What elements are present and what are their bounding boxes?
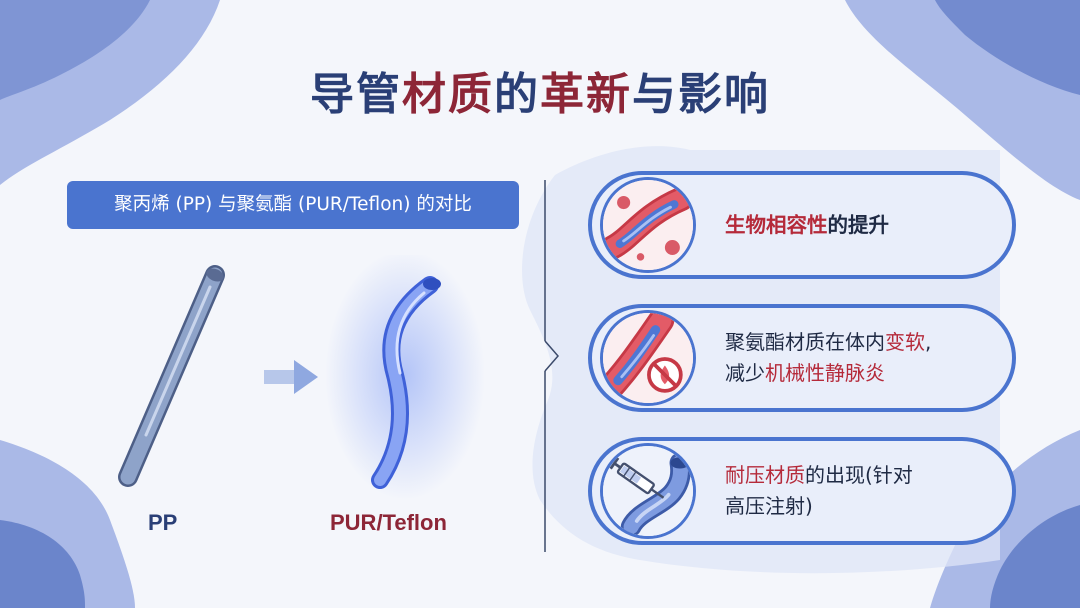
highlight-text: 耐压材质	[725, 463, 805, 487]
pp-tube-icon	[118, 265, 225, 487]
pur-teflon-label: PUR/Teflon	[330, 510, 447, 535]
title-segment-highlight: 材质	[402, 69, 494, 120]
body-text: 聚氨酯材质在体内	[725, 330, 885, 354]
syringe-tube-icon	[600, 443, 696, 539]
card-line: 高压注射)	[725, 491, 992, 522]
benefit-card-pressure-resistant: 耐压材质的出现(针对 高压注射)	[588, 437, 1016, 545]
pp-label: PP	[148, 510, 178, 535]
page-title: 导管材质的革新与影响	[0, 58, 1080, 122]
body-text: 减少	[725, 361, 765, 385]
card-line: 减少机械性静脉炎	[725, 358, 992, 389]
card-line: 聚氨酯材质在体内变软,	[725, 327, 992, 358]
body-text: 的提升	[827, 212, 890, 237]
title-segment: 的	[494, 69, 540, 120]
highlight-text: 机械性静脉炎	[765, 361, 885, 385]
card-text: 生物相容性的提升	[725, 175, 992, 275]
title-segment-highlight: 革新	[540, 69, 632, 120]
highlight-text: 生物相容性	[725, 212, 828, 237]
card-line: 耐压材质的出现(针对	[725, 460, 992, 491]
vein-no-inflammation-icon	[600, 310, 696, 406]
benefit-card-biocompatibility: 生物相容性的提升	[588, 171, 1016, 279]
title-segment: 导管	[310, 69, 402, 120]
comparison-banner: 聚丙烯 (PP) 与聚氨酯 (PUR/Teflon) 的对比	[67, 181, 519, 229]
card-text: 聚氨酯材质在体内变软, 减少机械性静脉炎	[725, 308, 992, 408]
pur-tube-icon	[325, 255, 485, 500]
card-text: 耐压材质的出现(针对 高压注射)	[725, 441, 992, 541]
blood-vessel-catheter-icon	[600, 177, 696, 273]
body-text: 高压注射)	[725, 494, 813, 518]
highlight-text: 变软	[885, 330, 925, 354]
body-text: 的出现(针对	[805, 463, 913, 487]
title-segment: 与影响	[632, 69, 770, 120]
divider-chevron	[544, 180, 559, 552]
tube-comparison-illustration	[118, 255, 485, 500]
benefit-card-softening: 聚氨酯材质在体内变软, 减少机械性静脉炎	[588, 304, 1016, 412]
card-line: 生物相容性的提升	[725, 210, 992, 241]
arrow-right-icon	[264, 360, 318, 394]
body-text: ,	[925, 330, 932, 354]
